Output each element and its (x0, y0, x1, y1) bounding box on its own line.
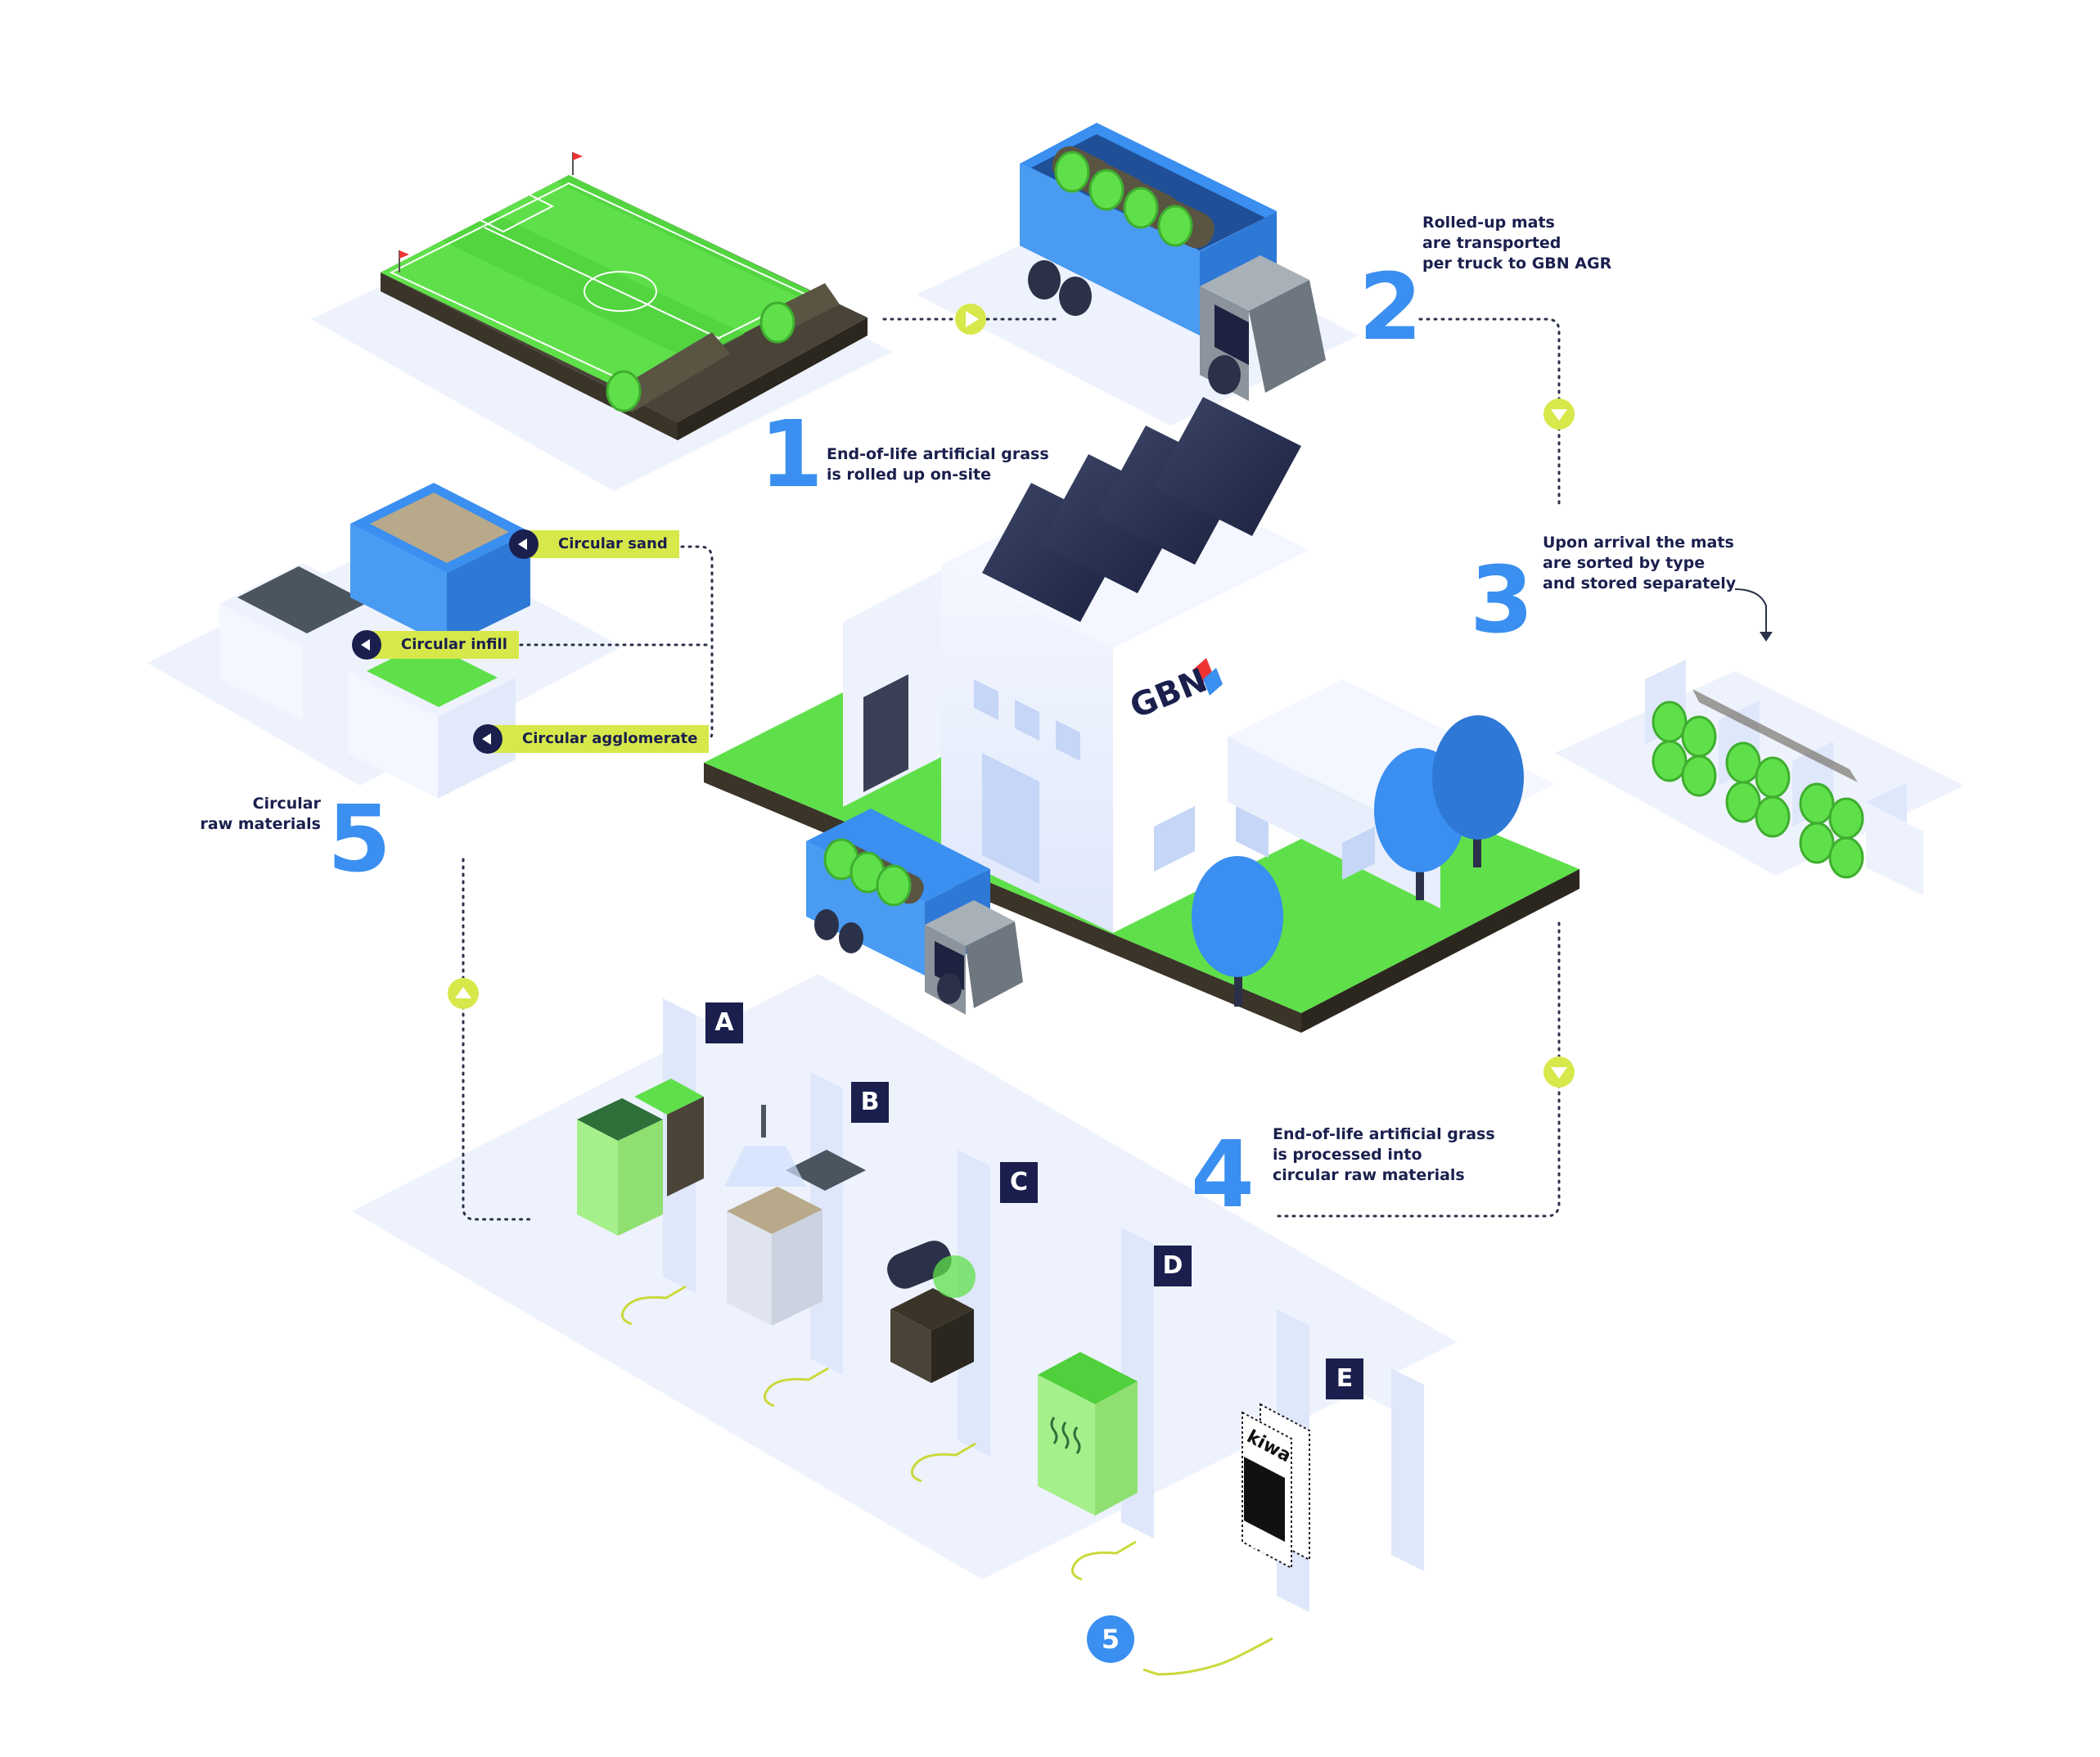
process-arrows (620, 1285, 1273, 1676)
station-b-tag: B (851, 1082, 889, 1123)
step-3-caption: Upon arrival the mats are sorted by type… (1543, 533, 1736, 594)
circular-agglomerate-text: Circular agglomerate (522, 730, 698, 747)
step-4-line-1: End-of-life artificial grass (1273, 1125, 1495, 1143)
arrow-to-racks-head (1760, 632, 1773, 642)
left-arrow-icon (509, 529, 539, 559)
arrow-to-racks (1734, 588, 1767, 634)
final-step-marker: 5 (1087, 1615, 1134, 1663)
station-c-machine (887, 1241, 976, 1383)
step-5-number: 5 (327, 786, 391, 893)
step-4-caption: End-of-life artificial grass is processe… (1273, 1124, 1495, 1186)
transport-truck (1020, 123, 1326, 401)
step-1-line-1: End-of-life artificial grass (827, 445, 1049, 463)
step-1-caption: End-of-life artificial grass is rolled u… (827, 444, 1049, 485)
label-circular-infill: Circular infill (352, 630, 519, 660)
rolled-mats-on-pitch (606, 283, 840, 412)
station-c-tag: C (1000, 1162, 1038, 1203)
step-3-line-3: and stored separately (1543, 574, 1737, 592)
step-2-line-1: Rolled-up mats (1422, 214, 1555, 232)
station-a-machine (577, 1079, 704, 1236)
station-d-tag: D (1154, 1246, 1192, 1286)
station-b-machine (724, 1105, 866, 1326)
station-a-tag: A (705, 1002, 743, 1043)
step-2-caption: Rolled-up mats are transported per truck… (1422, 213, 1611, 274)
small-truck-at-facility (806, 809, 1023, 1015)
step-2-line-3: per truck to GBN AGR (1422, 255, 1612, 273)
step-5-line-1: Circular (252, 795, 321, 813)
step-3-line-2: are sorted by type (1543, 554, 1706, 572)
step-1-line-2: is rolled up on-site (827, 466, 991, 484)
step-4-line-2: is processed into (1273, 1146, 1422, 1164)
step-5-caption: Circular raw materials (196, 794, 321, 835)
label-circular-sand: Circular sand (509, 529, 679, 559)
circular-sand-text: Circular sand (558, 535, 668, 552)
sorted-storage-racks (1645, 660, 1923, 895)
step-2-line-2: are transported (1422, 234, 1561, 252)
step-1-number: 1 (759, 402, 823, 508)
station-e-tag: E (1326, 1358, 1363, 1399)
circular-infill-text: Circular infill (401, 636, 507, 653)
step-4-line-3: circular raw materials (1273, 1166, 1465, 1184)
step-3-number: 3 (1470, 547, 1534, 654)
station-e-certificate (1242, 1403, 1310, 1570)
trees (1192, 715, 1524, 1007)
step-3-line-1: Upon arrival the mats (1543, 534, 1734, 552)
station-d-machine (1038, 1352, 1138, 1516)
flow-direction-markers (448, 304, 1575, 1088)
left-arrow-icon (352, 630, 381, 660)
label-circular-agglomerate: Circular agglomerate (473, 724, 710, 754)
step-5-line-2: raw materials (200, 815, 321, 833)
step-2-number: 2 (1359, 255, 1422, 361)
left-arrow-icon (473, 724, 502, 754)
step-4-number: 4 (1191, 1122, 1255, 1228)
solar-panels (982, 397, 1301, 622)
